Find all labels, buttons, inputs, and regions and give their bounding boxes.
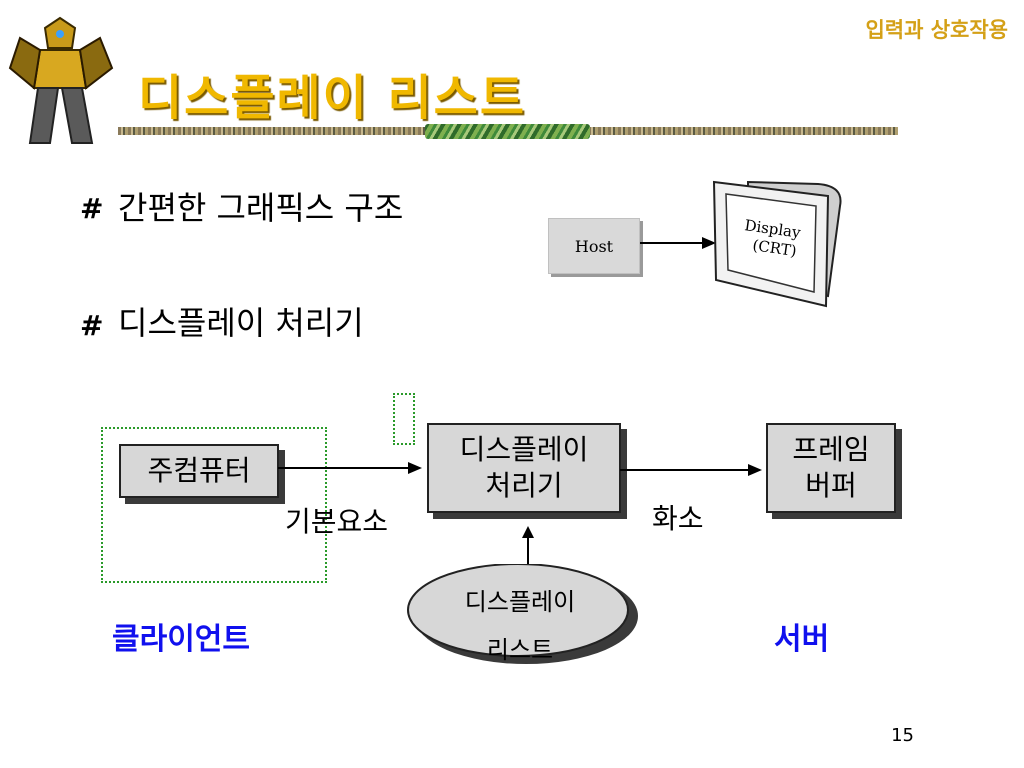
small-dotted-marker — [393, 393, 415, 445]
page-number: 15 — [891, 725, 914, 746]
display-list-ellipse — [407, 564, 638, 664]
title-underline-leaves — [425, 124, 590, 139]
client-region — [101, 427, 327, 583]
crt-label: (CRT) — [751, 236, 797, 260]
frame-buffer-label-line2: 버퍼 — [805, 469, 857, 502]
host-computer-box: 주컴퓨터 — [119, 444, 279, 498]
client-label: 클라이언트 — [112, 622, 250, 657]
display-processor-label-line2: 처리기 — [485, 469, 563, 502]
frame-buffer-label-line1: 프레임 — [792, 433, 870, 466]
host-arrow — [640, 237, 716, 249]
section-label: 입력과 상호작용 — [865, 18, 1008, 42]
display-list-label-line2: 리스트 — [486, 636, 554, 664]
pixels-label: 화소 — [652, 502, 704, 535]
arrow-host-to-processor — [278, 462, 422, 474]
arrow-processor-to-framebuffer — [620, 464, 762, 476]
bullet-icon: # — [80, 309, 104, 342]
bullet-icon: # — [80, 192, 104, 225]
bullet-text: 디스플레이 처리기 — [118, 304, 364, 342]
host-label: Host — [574, 236, 614, 256]
server-label: 서버 — [774, 622, 830, 657]
display-processor-label-line1: 디스플레이 — [459, 433, 589, 466]
robot-illustration — [8, 16, 114, 144]
slide-title: 디스플레이 리스트 — [138, 70, 526, 126]
primitives-label: 기본요소 — [285, 505, 389, 538]
display-list-label-line1: 디스플레이 — [464, 588, 576, 616]
host-computer-label: 주컴퓨터 — [147, 454, 251, 487]
host-box: Host — [548, 218, 640, 274]
bullet-text: 간편한 그래픽스 구조 — [118, 189, 404, 227]
crt-monitor-icon: Display (CRT) — [712, 180, 842, 308]
frame-buffer-box: 프레임 버퍼 — [766, 423, 896, 513]
display-processor-box: 디스플레이 처리기 — [427, 423, 621, 513]
